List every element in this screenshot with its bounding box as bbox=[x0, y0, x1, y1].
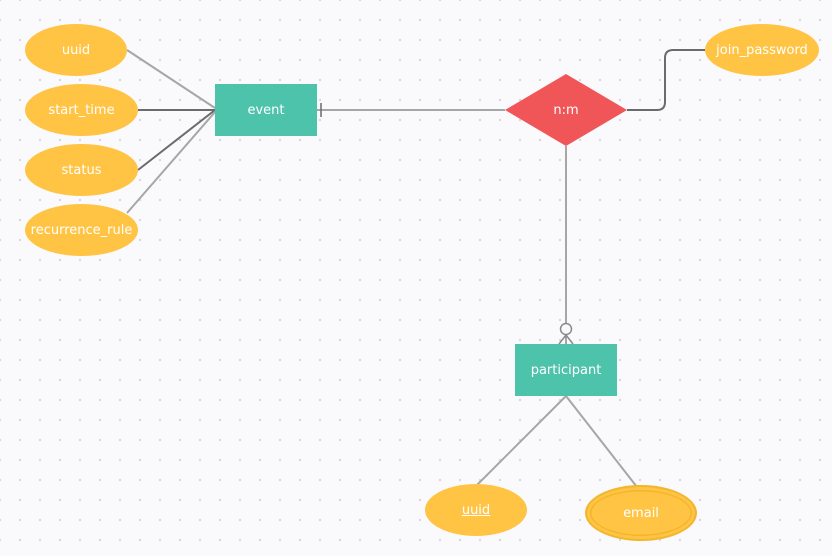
attribute-participant-uuid-label: uuid bbox=[461, 502, 491, 518]
relationship-diamond[interactable] bbox=[505, 74, 627, 146]
attribute-event-uuid[interactable]: uuid bbox=[25, 24, 127, 76]
connector-relationship-join-password bbox=[627, 49, 705, 111]
attribute-email-multivalued[interactable]: email bbox=[585, 485, 697, 541]
cardinality-zero-marker bbox=[559, 322, 573, 336]
attribute-status-label: status bbox=[61, 162, 102, 178]
attribute-participant-uuid-key[interactable]: uuid bbox=[425, 484, 527, 536]
attribute-email-label: email bbox=[623, 505, 659, 521]
crowfoot-right bbox=[565, 334, 574, 345]
attribute-event-uuid-label: uuid bbox=[61, 42, 91, 58]
attribute-join-password[interactable]: join_password bbox=[705, 24, 819, 76]
attribute-status[interactable]: status bbox=[25, 144, 138, 196]
connector-event-recurrence-rule bbox=[126, 111, 216, 214]
entity-participant-label: participant bbox=[530, 362, 602, 378]
entity-participant[interactable]: participant bbox=[515, 344, 617, 396]
attribute-start-time-label: start_time bbox=[48, 102, 115, 118]
connector-event-uuid bbox=[126, 49, 216, 109]
crowfoot-left bbox=[558, 334, 567, 345]
attribute-start-time[interactable]: start_time bbox=[25, 84, 138, 136]
connector-participant-uuid bbox=[475, 395, 567, 487]
attribute-recurrence-rule-label: recurrence_rule bbox=[30, 222, 133, 238]
connector-participant-email bbox=[565, 395, 638, 488]
attribute-join-password-label: join_password bbox=[716, 42, 808, 58]
connector-event-status bbox=[137, 109, 216, 171]
entity-event[interactable]: event bbox=[215, 84, 317, 136]
attribute-recurrence-rule[interactable]: recurrence_rule bbox=[25, 204, 138, 256]
entity-event-label: event bbox=[247, 102, 285, 118]
